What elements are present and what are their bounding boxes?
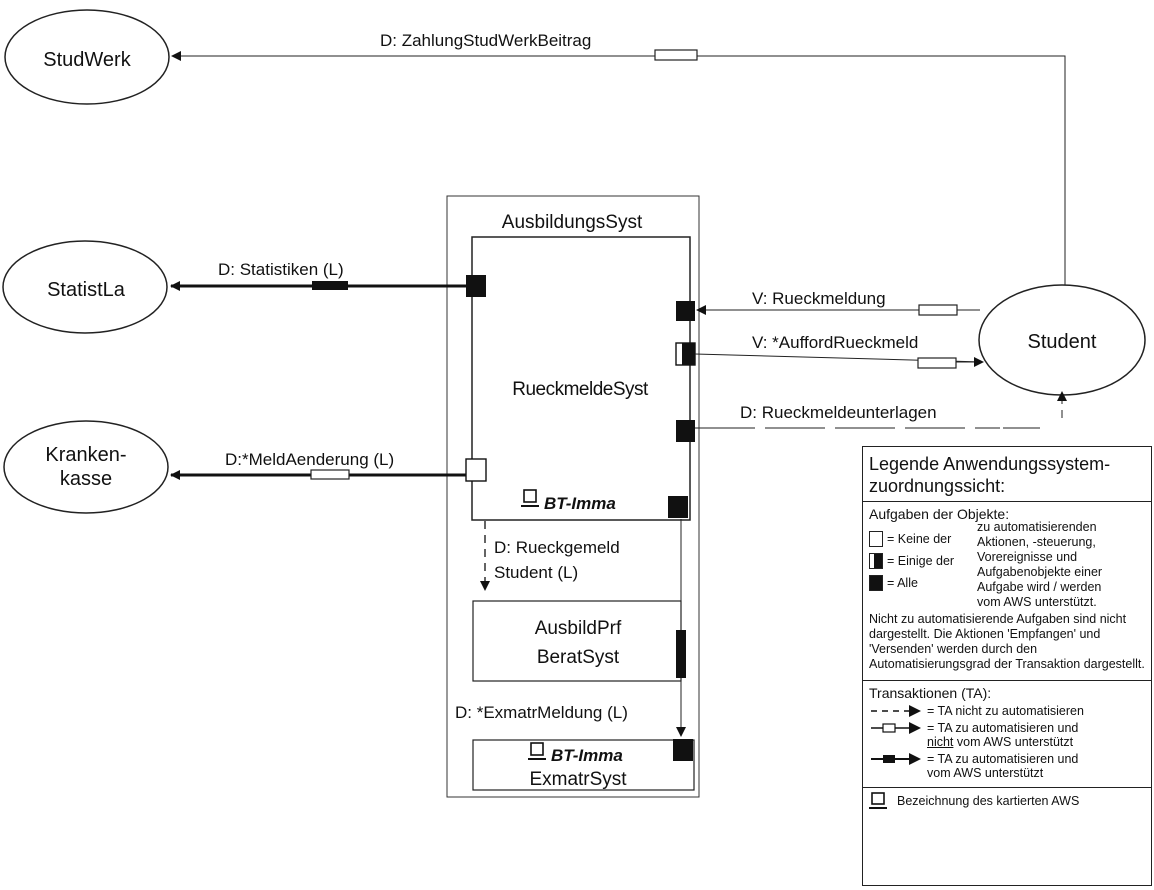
full-square-icon [869, 575, 883, 591]
empty-square-icon [869, 531, 883, 547]
system-ausbildungssyst-title: AusbildungsSyst [502, 212, 643, 233]
edge-rueckgemeld: D: Rueckgemeld Student (L) [480, 521, 620, 591]
edge-aufford-label: V: *AuffordRueckmeld [752, 333, 918, 352]
computer-icon [869, 792, 887, 809]
status-square-full [673, 739, 693, 761]
legend-desc-line: Aufgabenobjekte einer [977, 565, 1103, 579]
filled-box-arrow-icon [871, 753, 921, 765]
status-square-full [668, 496, 688, 518]
legend-transaktionen: Transaktionen (TA): = TA nicht zu automa… [863, 680, 1151, 787]
edge-statistiken-label: D: Statistiken (L) [218, 260, 344, 279]
system-exmatrsyst-label: ExmatrSyst [529, 769, 627, 790]
edge-aufford: V: *AuffordRueckmeld [694, 333, 984, 369]
dashed-arrow-icon [871, 705, 921, 717]
legend-note: Nicht zu automatisierende Aufgaben sind … [869, 612, 1145, 671]
open-box-arrow-icon [871, 722, 921, 734]
edge-zahlung: D: ZahlungStudWerkBeitrag [171, 31, 1066, 285]
edge-rueckgemeld-label-1: D: Rueckgemeld [494, 538, 620, 557]
legend-ta-2-label-b: nicht vom AWS unterstützt [927, 735, 1078, 749]
legend-aws: Bezeichnung des kartierten AWS [863, 787, 1151, 814]
node-student: Student [978, 284, 1146, 396]
legend-aufgaben: Aufgaben der Objekte: = Keine der = Eini… [863, 502, 1151, 676]
legend-alle: = Alle [869, 572, 973, 594]
edge-meldaenderung-label: D:*MeldAenderung (L) [225, 450, 394, 469]
status-square-full [676, 301, 695, 321]
edge-rueckmeldung-label: V: Rueckmeldung [752, 289, 886, 308]
status-square-full [466, 275, 486, 297]
status-square-half [675, 342, 696, 366]
computer-icon [528, 742, 546, 760]
computer-icon [521, 489, 539, 507]
legend-einige-label: = Einige der [887, 554, 955, 568]
legend-ta-2: = TA zu automatisieren und nicht vom AWS… [869, 721, 1145, 749]
legend-aws-label: Bezeichnung des kartierten AWS [897, 794, 1080, 808]
legend-keine-label: = Keine der [887, 532, 952, 546]
legend-keine: = Keine der [869, 528, 973, 550]
legend-desc-line: Vorereignisse und [977, 550, 1078, 564]
node-statistla-label: StatistLa [47, 279, 126, 301]
node-studwerk: StudWerk [4, 9, 170, 105]
legend-title-line1: Legende Anwendungssystem- [869, 454, 1111, 474]
node-krankenkasse: Kranken- kasse [3, 420, 169, 514]
edge-statistiken: D: Statistiken (L) [170, 260, 466, 291]
status-square-empty [465, 458, 487, 482]
legend-ta-2-label-a: = TA zu automatisieren und [927, 721, 1079, 735]
system-rueckmeldesyst-label: RueckmeldeSyst [512, 379, 649, 400]
node-studwerk-label: StudWerk [43, 49, 131, 71]
edge-rueckmeldung: V: Rueckmeldung [696, 289, 980, 316]
legend-ta-3-label-b: vom AWS unterstützt [927, 766, 1044, 780]
node-krankenkasse-label-2: kasse [60, 468, 112, 490]
legend-einige: = Einige der [869, 550, 973, 572]
system-ausbildungssyst: AusbildungsSyst [446, 195, 700, 798]
legend-ta-2-nicht: nicht [927, 735, 954, 749]
legend-title: Legende Anwendungssystem- zuordnungssich… [863, 447, 1151, 502]
edge-unterlagen-label: D: Rueckmeldeunterlagen [740, 403, 937, 422]
edge-exmatrmeldung: D: *ExmatrMeldung (L) [455, 519, 686, 737]
edge-rueckgemeld-label-2: Student (L) [494, 563, 578, 582]
half-square-icon [869, 553, 883, 569]
legend-ta-2-rest: vom AWS unterstützt [953, 735, 1074, 749]
legend-title-line2: zuordnungssicht: [869, 476, 1006, 496]
system-rueckmeldesyst: RueckmeldeSyst BT-Imma [465, 236, 696, 521]
bt-imma-label-1: BT-Imma [544, 494, 616, 513]
node-statistla: StatistLa [2, 240, 168, 334]
legend-desc-line: Aktionen, -steuerung, [977, 535, 1096, 549]
edge-exmatrmeldung-label: D: *ExmatrMeldung (L) [455, 703, 628, 722]
edge-unterlagen: D: Rueckmeldeunterlagen [695, 391, 1067, 429]
edge-meldaenderung: D:*MeldAenderung (L) [170, 450, 466, 480]
legend-panel: Legende Anwendungssystem- zuordnungssich… [862, 446, 1152, 886]
system-ausbildprf-label-1: AusbildPrf [535, 618, 622, 639]
legend-desc: zu automatisierenden Aktionen, -steuerun… [977, 520, 1102, 610]
status-square-full [676, 420, 695, 442]
legend-desc-line: zu automatisierenden [977, 520, 1097, 534]
legend-aufgaben-heading: Aufgaben der Objekte: [869, 506, 1010, 522]
system-exmatrsyst: BT-Imma ExmatrSyst [472, 739, 695, 791]
legend-ta-heading: Transaktionen (TA): [869, 685, 992, 701]
bt-imma-label-2: BT-Imma [551, 746, 623, 765]
legend-ta-1-label: = TA nicht zu automatisieren [927, 704, 1084, 718]
legend-ta-3-label-a: = TA zu automatisieren und [927, 752, 1079, 766]
node-krankenkasse-label-1: Kranken- [45, 444, 126, 466]
node-student-label: Student [1028, 331, 1097, 353]
edge-zahlung-label: D: ZahlungStudWerkBeitrag [380, 31, 591, 50]
legend-alle-label: = Alle [887, 576, 918, 590]
legend-desc-line: vom AWS unterstützt. [977, 595, 1097, 609]
legend-ta-1: = TA nicht zu automatisieren [869, 704, 1145, 718]
legend-desc-line: Aufgabe wird / werden [977, 580, 1102, 594]
system-ausbildprf: AusbildPrf BeratSyst [472, 600, 682, 682]
legend-ta-3: = TA zu automatisieren und vom AWS unter… [869, 752, 1145, 780]
system-ausbildprf-label-2: BeratSyst [537, 647, 620, 668]
